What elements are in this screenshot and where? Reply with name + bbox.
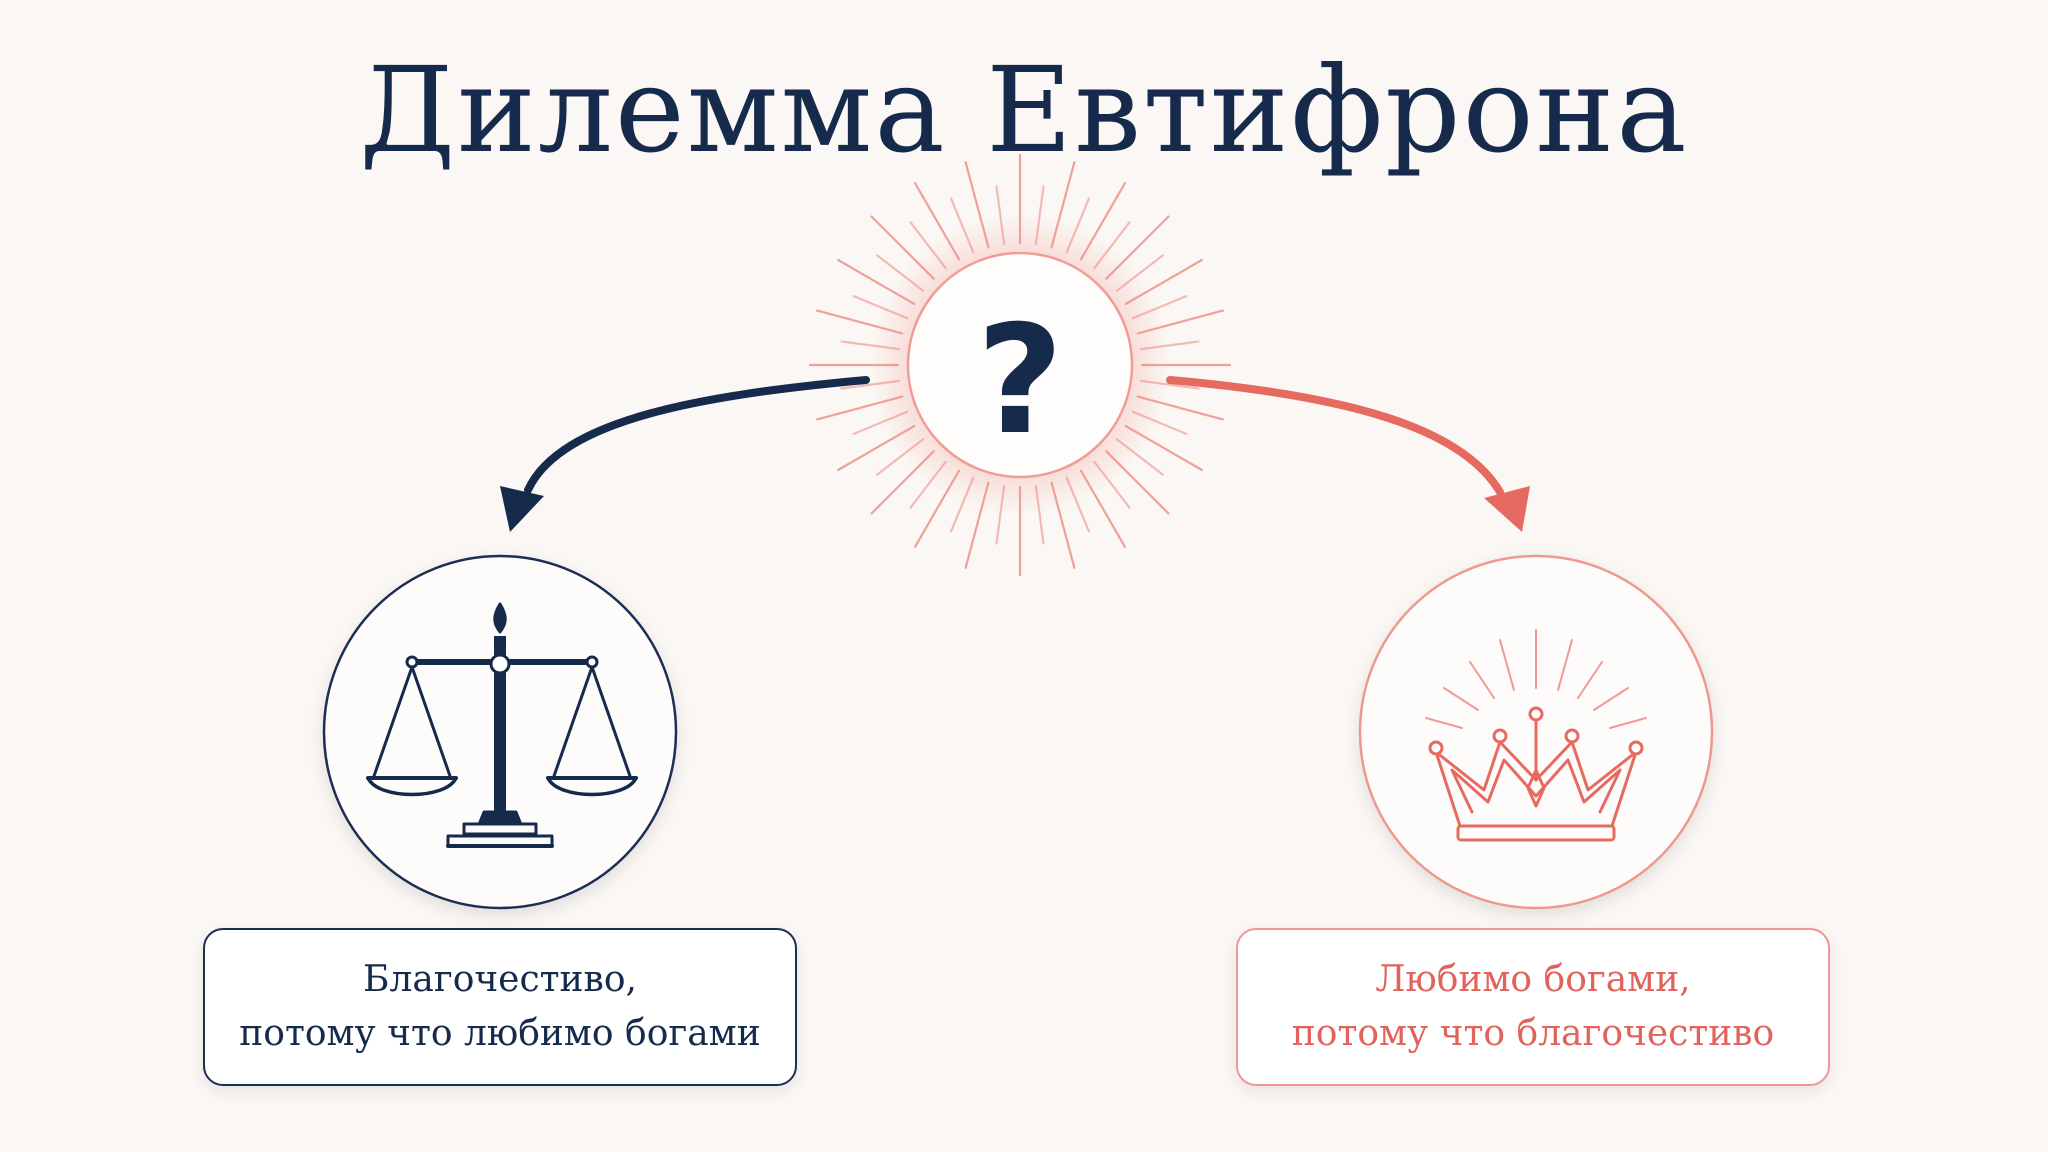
sunburst-ray — [1065, 476, 1091, 533]
sunburst-ray — [852, 410, 909, 435]
right-option-line-2: потому что благочестиво — [1291, 1013, 1775, 1054]
sunburst-ray — [1105, 215, 1170, 280]
left-arrow — [500, 376, 870, 532]
sunburst-ray — [840, 340, 901, 351]
sunburst-ray — [949, 197, 975, 254]
sunburst-ray — [836, 424, 916, 472]
left-option-line-2: потому что любимо богами — [239, 1013, 761, 1054]
sunburst-ray — [1124, 424, 1204, 472]
sunburst-ray — [1115, 438, 1164, 476]
sunburst-ray — [1115, 254, 1164, 292]
sunburst-rays — [808, 153, 1232, 577]
right-icon-circle — [1358, 554, 1714, 910]
left-icon-circle — [322, 554, 678, 910]
question-circle — [906, 251, 1134, 479]
question-mark-icon: ? — [976, 294, 1063, 468]
sunburst-ray — [1136, 309, 1224, 335]
sunburst-ray — [1034, 185, 1045, 246]
sunburst-ray — [1079, 469, 1127, 549]
sunburst-ray — [909, 221, 947, 270]
scales-icon — [366, 602, 638, 848]
sunburst-ray — [870, 450, 935, 515]
sunburst-ray — [1136, 395, 1224, 421]
sunburst-ray — [1131, 410, 1188, 435]
sunburst-ray — [1050, 481, 1076, 569]
right-option-line-1: Любимо богами, — [1375, 959, 1691, 1000]
page-title: Дилемма Евтифрона — [359, 41, 1689, 179]
left-option-card: Благочестиво, потому что любимо богами — [203, 928, 797, 1086]
sunburst-ray — [836, 258, 916, 306]
right-arrow — [1166, 376, 1530, 532]
sunburst-ray — [1093, 460, 1131, 509]
crown-icon — [1425, 629, 1647, 842]
sunburst-ray — [1079, 182, 1127, 261]
crown-rays-icon — [1425, 629, 1647, 729]
sunburst-ray — [1093, 221, 1131, 270]
sunburst-ray — [876, 438, 925, 476]
sunburst-ray — [876, 254, 925, 292]
sunburst-ray — [816, 395, 904, 421]
sunburst-ray — [852, 295, 909, 320]
sunburst-ray — [1105, 450, 1170, 515]
sunburst-ray — [913, 469, 961, 549]
sunburst-ray — [1139, 340, 1200, 351]
sunburst-ray — [1124, 258, 1204, 306]
sunburst-ray — [816, 309, 904, 335]
sunburst-ray — [870, 215, 935, 280]
sunburst-ray — [913, 182, 961, 261]
left-option-line-1: Благочестиво, — [363, 959, 637, 1000]
sunburst-ray — [995, 185, 1006, 246]
sunburst-ray — [964, 481, 990, 569]
sunburst-ray — [1034, 484, 1045, 545]
right-option-card: Любимо богами, потому что благочестиво — [1236, 928, 1830, 1086]
sunburst-ray — [964, 161, 990, 249]
sunburst-ray — [909, 460, 947, 509]
left-option-text: Благочестиво, потому что любимо богами — [239, 953, 760, 1061]
sunburst-ray — [1139, 379, 1200, 390]
question-node: ? — [808, 153, 1232, 577]
sunburst-ray — [840, 379, 901, 390]
left-arrowhead — [500, 486, 544, 532]
right-arrowhead — [1484, 486, 1530, 532]
sunburst-ray — [995, 484, 1006, 545]
right-option-text: Любимо богами, потому что благочестиво — [1292, 953, 1774, 1061]
sunburst-ray — [949, 476, 975, 533]
sunburst-ray — [1050, 161, 1076, 249]
sunburst-ray — [1131, 295, 1188, 320]
sunburst-ray — [1065, 197, 1091, 254]
